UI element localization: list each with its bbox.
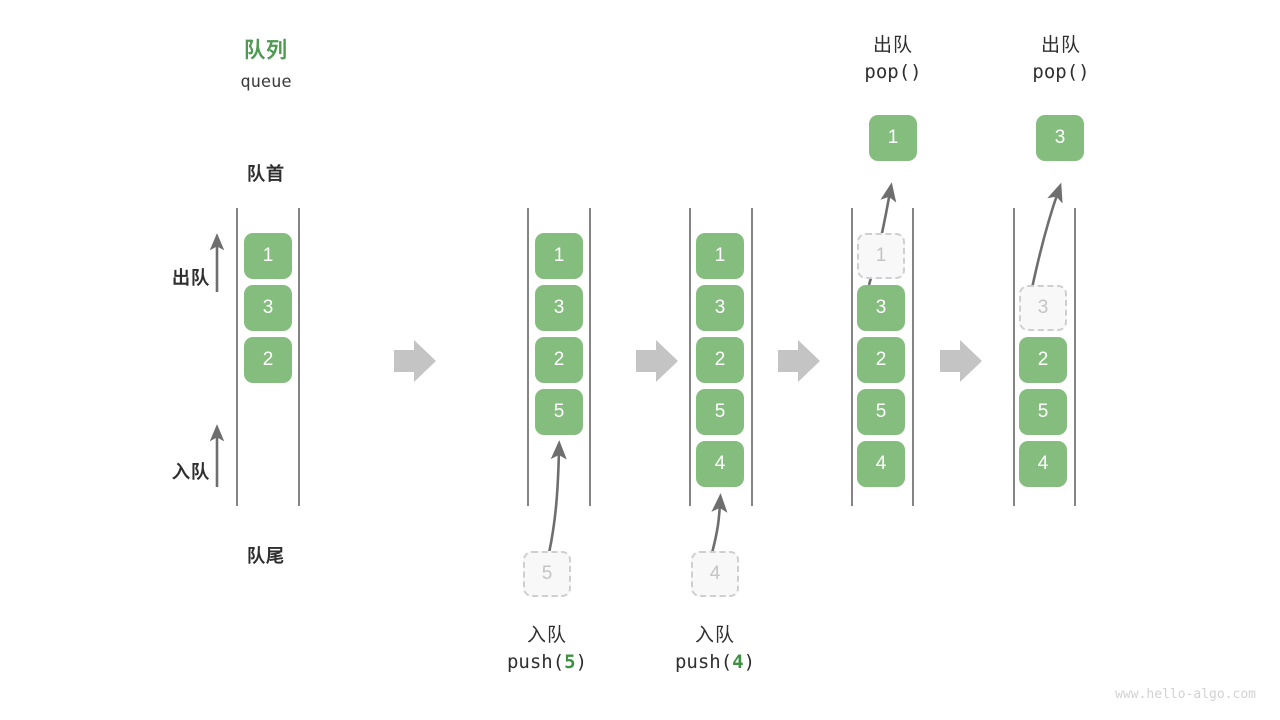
code-suffix: ) bbox=[743, 651, 756, 673]
pop-3-caption-cn: 出队 bbox=[1040, 35, 1081, 56]
queue-item: 3 bbox=[857, 285, 905, 331]
code-suffix: ) bbox=[910, 61, 922, 83]
queue-item: 3 bbox=[244, 285, 292, 331]
queue-rail-right bbox=[751, 208, 753, 506]
code-suffix: ) bbox=[1078, 61, 1090, 83]
push-5-caption: 入队 push(5) bbox=[467, 620, 627, 673]
pop-1-caption-code: pop() bbox=[813, 61, 973, 83]
code-prefix: push( bbox=[674, 651, 733, 673]
push-4-caption-cn: 入队 bbox=[694, 625, 735, 646]
pop-1-caption-cn: 出队 bbox=[872, 35, 913, 56]
enqueue-direction-label: 入队 bbox=[172, 462, 210, 482]
transition-arrow-3 bbox=[778, 340, 820, 382]
queue-item: 3 bbox=[535, 285, 583, 331]
queue-rail-left bbox=[851, 208, 853, 506]
queue-rail-left bbox=[236, 208, 238, 506]
queue-item: 2 bbox=[244, 337, 292, 383]
removed-item-slot: 1 bbox=[857, 233, 905, 279]
queue-rail-left bbox=[527, 208, 529, 506]
transition-arrow-4 bbox=[940, 340, 982, 382]
queue-item: 2 bbox=[857, 337, 905, 383]
queue-item: 5 bbox=[1019, 389, 1067, 435]
queue-item: 1 bbox=[535, 233, 583, 279]
queue-item: 5 bbox=[857, 389, 905, 435]
queue-item: 3 bbox=[696, 285, 744, 331]
queue-item: 5 bbox=[696, 389, 744, 435]
code-suffix: ) bbox=[575, 651, 588, 673]
pop-1-caption: 出队 pop() bbox=[813, 30, 973, 83]
queue-item: 1 bbox=[244, 233, 292, 279]
push-4-motion-arrow bbox=[710, 493, 728, 554]
queue-item: 2 bbox=[1019, 337, 1067, 383]
queue-rail-left bbox=[1013, 208, 1015, 506]
queue-rail-right bbox=[1074, 208, 1076, 506]
dequeue-direction-label: 出队 bbox=[172, 268, 210, 288]
queue-item: 4 bbox=[696, 441, 744, 487]
pop-3-caption-code: pop() bbox=[981, 61, 1141, 83]
push-5-caption-code: push(5) bbox=[467, 651, 627, 673]
page-title: 队列 bbox=[244, 39, 288, 62]
code-prefix: pop( bbox=[1032, 61, 1079, 83]
queue-item: 2 bbox=[535, 337, 583, 383]
removed-item-slot: 3 bbox=[1019, 285, 1067, 331]
queue-item: 5 bbox=[535, 389, 583, 435]
front-label: 队首 bbox=[247, 164, 285, 184]
push-5-caption-cn: 入队 bbox=[526, 625, 567, 646]
pop-3-motion-arrow bbox=[1029, 182, 1063, 294]
queue-item: 4 bbox=[857, 441, 905, 487]
code-prefix: pop( bbox=[864, 61, 911, 83]
push-4-caption-code: push(4) bbox=[635, 651, 795, 673]
queue-rail-left bbox=[689, 208, 691, 506]
queue-item: 2 bbox=[696, 337, 744, 383]
queue-rail-right bbox=[589, 208, 591, 506]
code-prefix: push( bbox=[506, 651, 565, 673]
queue-rail-right bbox=[298, 208, 300, 506]
code-arg: 4 bbox=[732, 651, 744, 673]
push-4-caption: 入队 push(4) bbox=[635, 620, 795, 673]
push-5-motion-arrow bbox=[547, 440, 567, 554]
transition-arrow-2 bbox=[636, 340, 678, 382]
queue-item: 4 bbox=[1019, 441, 1067, 487]
pending-push-item: 5 bbox=[523, 551, 571, 597]
popped-item: 3 bbox=[1036, 115, 1084, 161]
queue-item: 1 bbox=[696, 233, 744, 279]
watermark: www.hello-algo.com bbox=[1115, 687, 1256, 702]
code-arg: 5 bbox=[564, 651, 576, 673]
popped-item: 1 bbox=[869, 115, 917, 161]
pop-3-caption: 出队 pop() bbox=[981, 30, 1141, 83]
pending-push-item: 4 bbox=[691, 551, 739, 597]
rear-label: 队尾 bbox=[247, 546, 285, 566]
page-subtitle: queue bbox=[240, 72, 292, 92]
transition-arrow-1 bbox=[394, 340, 436, 382]
queue-rail-right bbox=[912, 208, 914, 506]
